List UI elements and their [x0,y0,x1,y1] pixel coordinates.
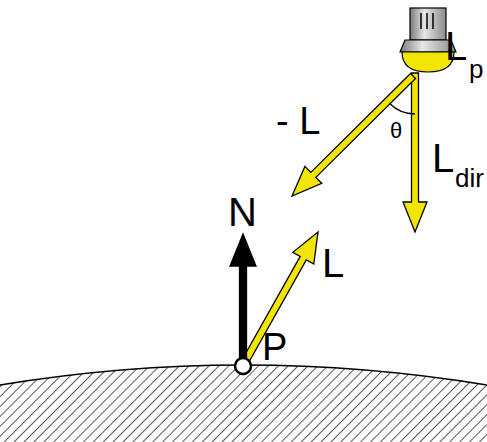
subscript: p [469,56,483,82]
angle-arc [389,103,415,114]
subscript: dir [455,165,484,191]
vector-label: - L [276,102,320,140]
light-name: L [445,26,467,66]
surface-hatch [0,365,487,442]
point-p [235,358,251,374]
vector-label: L [322,243,344,283]
point-label: P [262,328,287,366]
angle-label: θ [390,120,402,142]
vector-label: L [432,138,454,178]
normal-arrow [230,234,256,358]
light-direction-arrow [403,73,427,232]
vector-label: N [228,192,257,232]
